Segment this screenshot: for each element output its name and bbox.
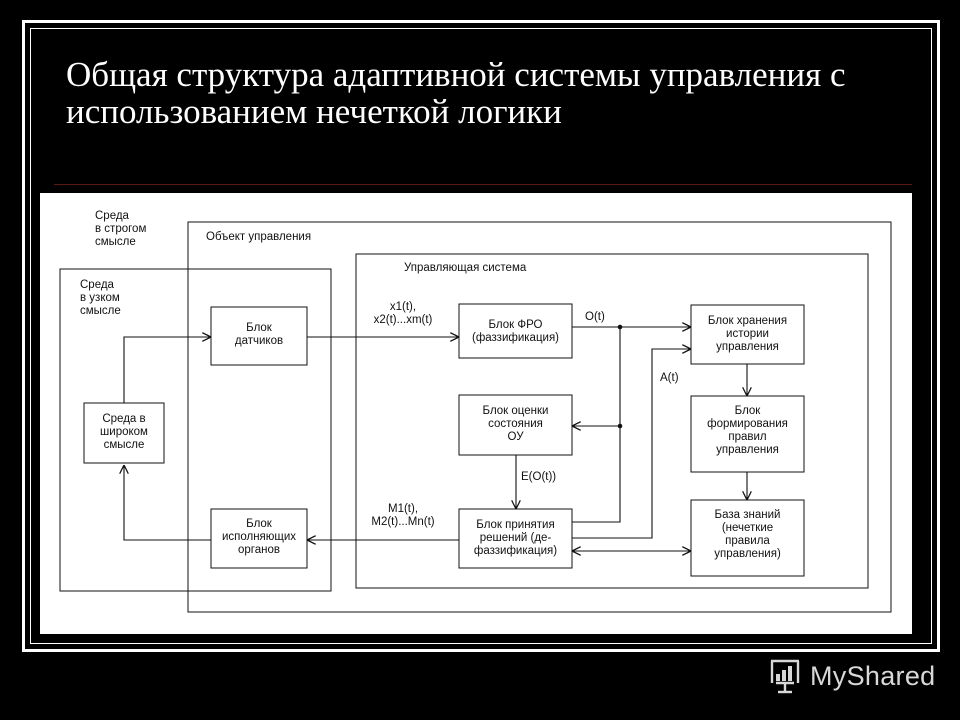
slide-outer-frame	[22, 20, 940, 652]
actuators-label: Блок исполняющих органов	[221, 518, 297, 556]
decision-label: Блок принятия решений (де- фаззификация)	[473, 519, 558, 557]
env-strict-label: Среда в строгом смысле	[95, 210, 147, 248]
env-narrow-label: Среда в узком смысле	[80, 279, 121, 317]
junction-dot	[617, 324, 623, 330]
control-system-label: Управляющая система	[404, 262, 527, 274]
m-signal-label: M1(t), M2(t)...Mn(t)	[371, 503, 435, 528]
title-divider	[54, 184, 912, 185]
slide-title: Общая структура адаптивной системы управ…	[66, 55, 846, 131]
arrow-a-signal	[572, 349, 691, 539]
a-signal-label: A(t)	[660, 372, 679, 384]
o-signal-label: O(t)	[585, 311, 605, 323]
sensors-block	[210, 306, 308, 366]
history-label: Блок хранения истории управления	[707, 315, 788, 353]
diagram: Среда в строгом смысле Объект управления…	[40, 193, 912, 634]
env-broad-label: Среда в широком смысле	[100, 413, 148, 451]
watermark-logo: MyShared	[766, 657, 935, 695]
state-eval-label: Блок оценки состояния ОУ	[482, 405, 549, 443]
control-object-frame	[187, 221, 892, 613]
watermark-text: MyShared	[810, 660, 936, 691]
control-object-label: Объект управления	[206, 231, 312, 243]
arrow-env-to-sensors	[123, 337, 211, 403]
knowledge-label: База знаний (нечеткие правила управления…	[714, 509, 781, 560]
diagram-lines	[59, 221, 892, 613]
x-signal-label: x1(t), x2(t)...xm(t)	[373, 301, 433, 326]
fuzzify-block	[458, 303, 573, 359]
slide-inner-frame	[30, 28, 932, 644]
junction-dot	[617, 423, 623, 429]
env-narrow-frame	[59, 268, 332, 592]
e-signal-label: E(O(t))	[521, 471, 557, 483]
presentation-board-icon	[770, 659, 800, 694]
arrow-actuators-to-env	[124, 465, 211, 541]
arrow-o-to-state	[572, 327, 621, 426]
rule-form-label: Блок формирования правил управления	[707, 405, 788, 456]
sensors-label: Блок датчиков	[234, 322, 284, 347]
line-o-to-decision	[572, 426, 621, 523]
fuzzify-label: Блок ФРО (фаззификация)	[471, 319, 560, 344]
control-system-frame	[355, 253, 869, 589]
